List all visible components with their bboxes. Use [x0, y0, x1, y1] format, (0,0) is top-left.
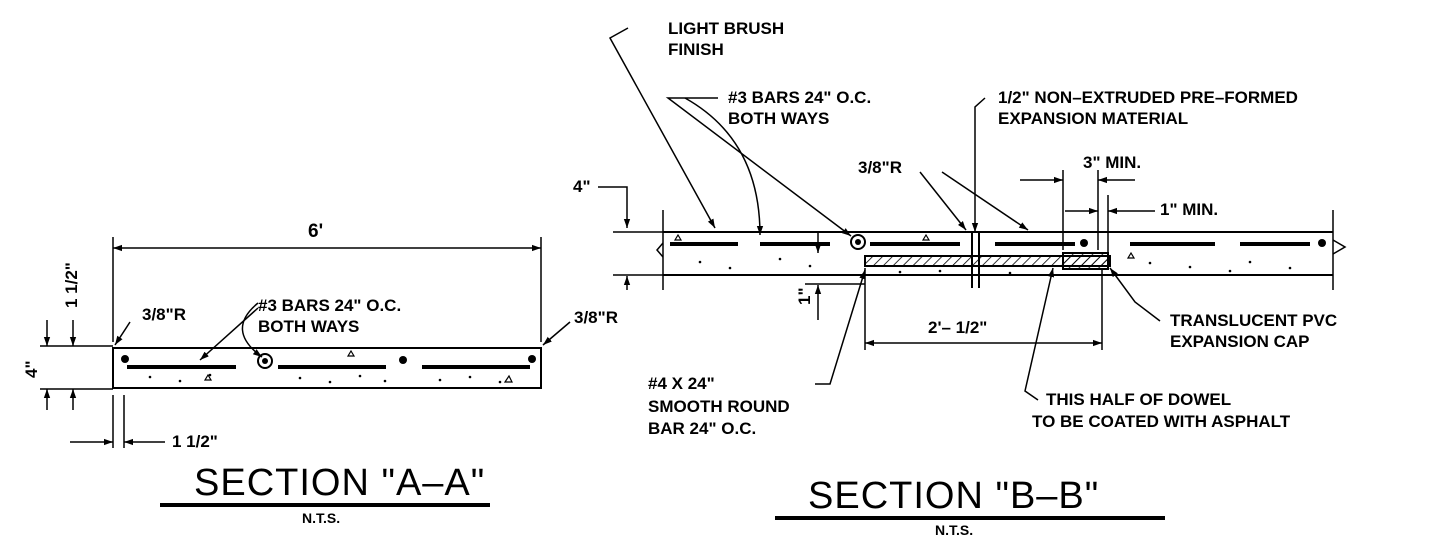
section-a-aggregate	[148, 349, 513, 384]
section-b-aggregate	[673, 233, 1292, 275]
section-a-radius-right-label: 3/8"R	[574, 308, 618, 327]
section-b-cap-dimensions	[1020, 170, 1155, 252]
section-b-finish-label-2: FINISH	[668, 40, 724, 59]
section-b-coating-label-2: TO BE COATED WITH ASPHALT	[1032, 412, 1291, 431]
section-a-top-cover-label: 1 1/2"	[62, 262, 81, 308]
section-a-scale: N.T.S.	[302, 510, 341, 526]
section-b-dowel-offset-label: 1"	[795, 287, 814, 305]
section-b-thickness-dimension	[598, 186, 663, 290]
section-a-slab	[100, 345, 542, 390]
section-b-expansion-label-2: EXPANSION MATERIAL	[998, 109, 1189, 128]
section-b-dowel-length-label: 2'– 1/2"	[928, 318, 988, 337]
section-b-leaders	[608, 27, 1161, 401]
section-b-bars-label-2: BOTH WAYS	[728, 109, 830, 128]
section-b-gap-min-label: 1" MIN.	[1160, 200, 1219, 219]
section-a-thickness-dimension	[40, 320, 165, 448]
section-b-dowel-label-2: SMOOTH ROUND	[648, 397, 790, 416]
section-a-leaders	[114, 302, 571, 361]
section-b-thickness-label: 4"	[573, 177, 591, 196]
section-a-width-label: 6'	[308, 221, 324, 242]
section-a-bars-label-2: BOTH WAYS	[258, 317, 360, 336]
section-b-cap-min-label: 3" MIN.	[1083, 153, 1142, 172]
section-b-bars-label-1: #3 BARS 24" O.C.	[728, 88, 872, 107]
section-b-coating-label-1: THIS HALF OF DOWEL	[1046, 390, 1232, 409]
section-b-cap-label-2: EXPANSION CAP	[1170, 332, 1310, 351]
section-b-dowel	[864, 255, 1111, 267]
section-a-radius-left-label: 3/8"R	[142, 305, 186, 324]
section-a-title: SECTION "A–A"	[194, 462, 486, 504]
section-b-expansion-cap	[1062, 252, 1109, 270]
section-b-radius-label: 3/8"R	[858, 158, 902, 177]
section-b-dowel-length-dimension	[864, 268, 1103, 350]
section-b-dowel-label-3: BAR 24" O.C.	[648, 419, 757, 438]
section-b-bar-dots	[850, 234, 1326, 250]
section-b-dowel-label-1: #4 X 24"	[648, 374, 715, 393]
section-b-dowel-offset-dimension	[805, 233, 865, 320]
section-a-thickness-label: 4"	[22, 360, 41, 378]
section-a-width-dimension	[112, 237, 542, 342]
section-a-bar-dots	[121, 353, 536, 369]
section-a-bars-label-1: #3 BARS 24" O.C.	[258, 296, 402, 315]
section-b-expansion-label-1: 1/2" NON–EXTRUDED PRE–FORMED	[998, 88, 1298, 107]
section-b-scale: N.T.S.	[935, 522, 974, 538]
section-a-edge-cover-label: 1 1/2"	[172, 432, 218, 451]
section-b-title: SECTION "B–B"	[808, 475, 1100, 517]
section-b-finish-label-1: LIGHT BRUSH	[668, 19, 785, 38]
section-b-cap-label-1: TRANSLUCENT PVC	[1170, 311, 1338, 330]
